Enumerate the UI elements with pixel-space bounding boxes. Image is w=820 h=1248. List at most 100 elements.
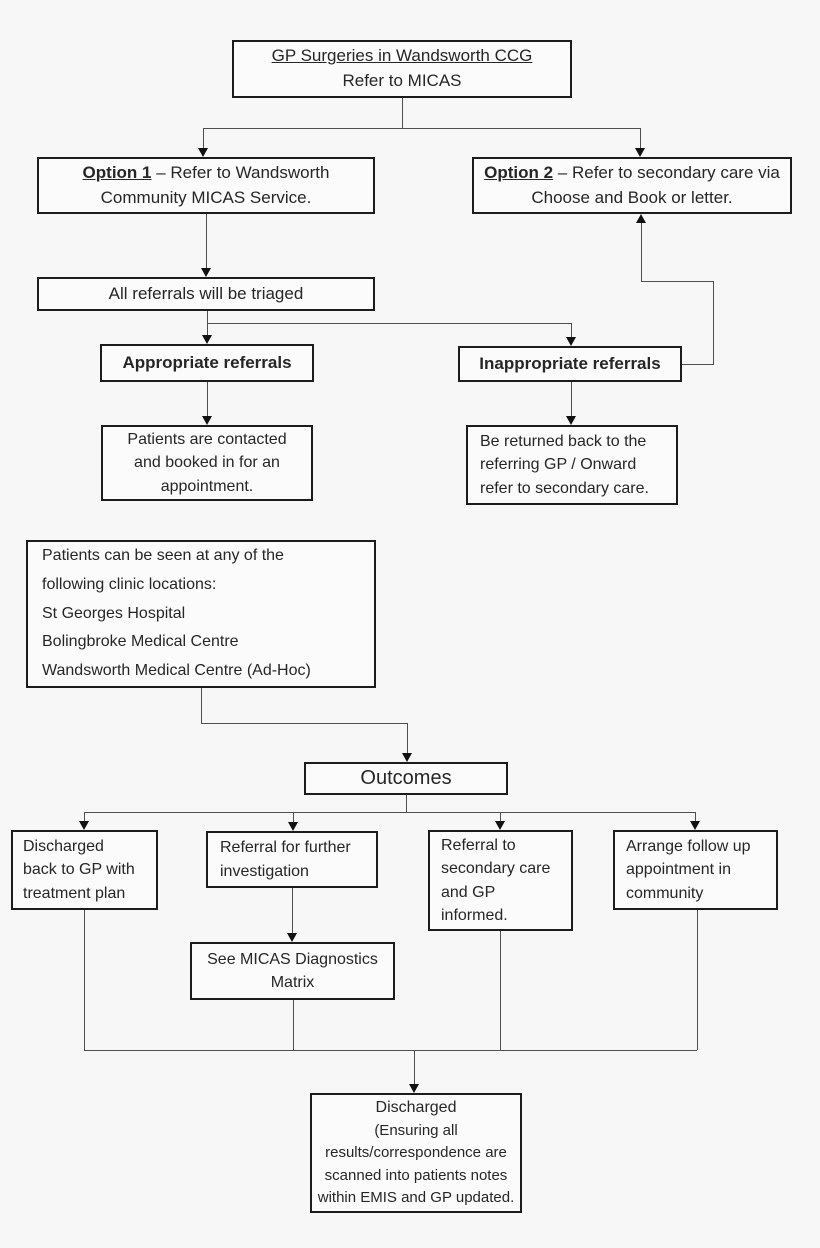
node-clinic-locations-line3: St Georges Hospital: [42, 604, 186, 622]
arrowhead-up-option2-icon: [636, 214, 646, 223]
connector-merge-from-outcome3: [500, 931, 501, 1050]
arrowhead-down-option1-icon: [198, 148, 208, 157]
node-outcome-secondary-care-line2: secondary care: [441, 860, 551, 878]
connector-top-to-option1: [203, 128, 204, 149]
node-outcome-further-investigation: Referral for further investigation: [206, 831, 378, 888]
node-outcome-follow-up-line2: appointment in: [626, 861, 731, 879]
node-returned-to-gp-line2: referring GP / Onward: [480, 456, 637, 474]
node-appropriate-referrals: Appropriate referrals: [100, 344, 314, 382]
connector-merge-from-matrix: [293, 1000, 294, 1050]
connector-clinics-to-outcomes: [407, 723, 408, 754]
node-appropriate-referrals-text: Appropriate referrals: [122, 352, 292, 372]
connector-triage-branch-horizontal: [207, 323, 571, 324]
connector-to-outcome2: [293, 812, 294, 823]
node-final-discharged-line5: within EMIS and GP updated.: [317, 1189, 515, 1207]
node-diagnostics-matrix: See MICAS Diagnostics Matrix: [190, 942, 395, 1000]
node-diagnostics-matrix-line2: Matrix: [270, 974, 315, 991]
node-option1-line2: Community MICAS Service.: [100, 187, 312, 207]
node-clinic-locations-line4: Bolingbroke Medical Centre: [42, 633, 239, 651]
node-gp-surgeries-line1: GP Surgeries in Wandsworth CCG: [271, 46, 533, 66]
node-final-discharged-line4: scanned into patients notes: [324, 1166, 508, 1184]
node-clinic-locations-line5: Wandsworth Medical Centre (Ad-Hoc): [42, 662, 311, 680]
node-returned-to-gp-line3: refer to secondary care.: [480, 479, 649, 497]
node-patients-contacted: Patients are contacted and booked in for…: [101, 425, 313, 501]
connector-clinics-stem: [201, 688, 202, 723]
node-patients-contacted-line3: appointment.: [160, 477, 254, 495]
arrowhead-down-appropriate-icon: [202, 335, 212, 344]
arrowhead-down-triage-icon: [201, 268, 211, 277]
node-option2-keyword: Option 2: [484, 162, 554, 182]
arrowhead-down-matrix-icon: [287, 933, 297, 942]
connector-inappropriate-to-returned: [571, 382, 572, 417]
node-inappropriate-referrals: Inappropriate referrals: [458, 346, 682, 382]
arrowhead-down-contacted-icon: [202, 416, 212, 425]
node-option2: Option 2 – Refer to secondary care via C…: [472, 157, 792, 214]
node-outcome-secondary-care: Referral to secondary care and GP inform…: [428, 830, 573, 931]
node-outcome-secondary-care-line1: Referral to: [441, 837, 516, 855]
connector-to-outcome4: [695, 812, 696, 822]
node-outcome-discharged-gp-line2: back to GP with: [23, 861, 135, 879]
connector-feedback-up-left: [641, 222, 642, 281]
connector-outcomes-stem: [406, 795, 407, 812]
arrowhead-down-discharged-icon: [409, 1084, 419, 1093]
node-outcome-follow-up-line3: community: [626, 884, 704, 902]
connector-triage-to-inappropriate: [571, 323, 572, 338]
node-patients-contacted-line2: and booked in for an: [134, 454, 280, 472]
connector-clinics-horizontal: [201, 723, 407, 724]
connector-to-outcome1: [84, 812, 85, 822]
node-outcome-further-investigation-line2: investigation: [220, 862, 309, 880]
node-triage: All referrals will be triaged: [37, 277, 375, 311]
node-inappropriate-referrals-text: Inappropriate referrals: [479, 353, 661, 373]
arrowhead-down-outcomes-icon: [402, 753, 412, 762]
node-outcomes: Outcomes: [304, 762, 508, 795]
arrowhead-down-option2-icon: [635, 148, 645, 157]
connector-top-branch-stem: [402, 98, 403, 128]
node-final-discharged: Discharged (Ensuring all results/corresp…: [310, 1093, 522, 1213]
node-gp-surgeries: GP Surgeries in Wandsworth CCG Refer to …: [232, 40, 572, 98]
node-option1-keyword: Option 1: [82, 162, 152, 182]
node-patients-contacted-line1: Patients are contacted: [127, 431, 287, 449]
node-option1: Option 1 – Refer to Wandsworth Community…: [37, 157, 375, 214]
node-outcome-secondary-care-line4: informed.: [441, 906, 508, 924]
node-option1-line1-rest: – Refer to Wandsworth: [151, 162, 330, 182]
connector-feedback-out: [682, 364, 713, 365]
arrowhead-down-outcome1-icon: [79, 821, 89, 830]
connector-appropriate-to-contacted: [207, 382, 208, 417]
node-returned-to-gp: Be returned back to the referring GP / O…: [466, 425, 678, 505]
node-outcome-discharged-gp: Discharged back to GP with treatment pla…: [11, 830, 158, 910]
node-outcomes-text: Outcomes: [360, 767, 452, 789]
node-option2-line1: Option 2 – Refer to secondary care via: [474, 161, 790, 186]
node-clinic-locations: Patients can be seen at any of the follo…: [26, 540, 376, 688]
node-returned-to-gp-line1: Be returned back to the: [480, 433, 647, 451]
node-outcome-follow-up-line1: Arrange follow up: [626, 838, 751, 856]
connector-option1-to-triage: [206, 214, 207, 269]
connector-top-branch-horizontal: [203, 128, 640, 129]
connector-top-to-option2: [640, 128, 641, 149]
connector-merge-horizontal: [84, 1050, 697, 1051]
node-option1-line1: Option 1 – Refer to Wandsworth: [39, 161, 373, 186]
node-triage-text: All referrals will be triaged: [108, 283, 304, 303]
connector-merge-from-outcome1: [84, 910, 85, 1050]
connector-merge-from-outcome4: [697, 910, 698, 1050]
connector-feedback-across: [641, 281, 713, 282]
node-outcome-discharged-gp-line3: treatment plan: [23, 884, 126, 902]
connector-to-outcome3: [500, 812, 501, 822]
arrowhead-down-returned-icon: [566, 416, 576, 425]
arrowhead-down-outcome3-icon: [495, 821, 505, 830]
node-option2-line1-rest: – Refer to secondary care via: [553, 162, 780, 182]
node-clinic-locations-line2: following clinic locations:: [42, 575, 217, 593]
connector-merge-to-discharged: [414, 1050, 415, 1085]
arrowhead-down-outcome2-icon: [288, 822, 298, 831]
node-outcome-discharged-gp-line1: Discharged: [23, 838, 104, 856]
node-option2-line2: Choose and Book or letter.: [531, 187, 733, 207]
node-outcome-further-investigation-line1: Referral for further: [220, 839, 351, 857]
node-outcome-secondary-care-line3: and GP: [441, 883, 496, 901]
arrowhead-down-inappropriate-icon: [566, 337, 576, 346]
node-final-discharged-line3: results/correspondence are: [325, 1144, 507, 1162]
connector-feedback-up-right: [713, 281, 714, 365]
node-gp-surgeries-line2: Refer to MICAS: [342, 71, 462, 90]
node-final-discharged-line2: (Ensuring all: [374, 1121, 458, 1139]
node-final-discharged-line1: Discharged: [375, 1099, 457, 1117]
arrowhead-down-outcome4-icon: [690, 821, 700, 830]
connector-outcomes-distribution: [84, 812, 695, 813]
